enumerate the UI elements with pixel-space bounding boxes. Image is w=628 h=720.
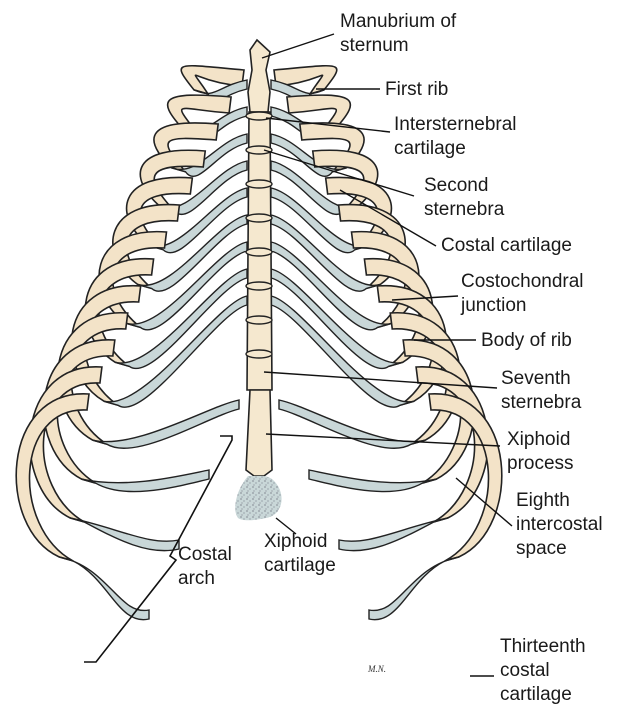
label-costal-cartilage: Costal cartilage <box>441 235 572 256</box>
rib-12-right-cartilage <box>338 517 448 552</box>
intersternebral-joint-5 <box>245 247 273 257</box>
rib-6-left-cartilage <box>137 214 248 292</box>
label-xiphoid-cartilage: Xiphoid cartilage <box>264 531 336 576</box>
label-intersternebral-line2: cartilage <box>394 138 466 159</box>
label-body-of-rib: Body of rib <box>481 330 572 351</box>
label-second-sternebra: Second sternebra <box>424 175 505 220</box>
rib-8-left-cartilage <box>115 268 248 370</box>
rib-10-right-cartilage <box>278 399 426 449</box>
rib-12-left-cartilage <box>70 517 180 552</box>
label-xiphoid-process-line2: process <box>507 453 574 474</box>
label-costochondral-line2: junction <box>460 295 527 316</box>
rib-7-left-cartilage <box>126 241 248 331</box>
label-intersternebral-line1: Intersternebral <box>394 114 517 135</box>
xiphoid-cartilage-shape <box>235 476 282 521</box>
sternum <box>235 38 282 521</box>
sternal-joints <box>245 111 273 359</box>
rib-11-left-cartilage <box>81 469 210 493</box>
ribs-group <box>15 64 503 621</box>
label-second-sternebra-line1: Second <box>424 175 488 196</box>
rib-13-right-cartilage <box>368 556 460 621</box>
label-costal-arch: Costal arch <box>178 544 232 589</box>
label-eighth-intercostal-line3: space <box>516 538 567 559</box>
intersternebral-joint-3 <box>245 179 273 189</box>
label-xiphoid-process: Xiphoid process <box>507 429 574 474</box>
rib-4-left-cartilage <box>160 160 248 215</box>
artist-signature: M.N. <box>367 664 386 674</box>
label-xiphoid-cartilage-line1: Xiphoid <box>264 531 327 552</box>
label-xiphoid-process-line1: Xiphoid <box>507 429 570 450</box>
label-thirteenth-line3: cartilage <box>500 684 572 705</box>
label-costal-arch-line1: Costal <box>178 544 232 565</box>
label-costal-cartilage-line1: Costal cartilage <box>441 235 572 256</box>
label-first-rib: First rib <box>385 79 448 100</box>
label-costochondral-line1: Costochondral <box>461 271 584 292</box>
label-eighth-intercostal-space: Eighth intercostal space <box>516 490 603 559</box>
intersternebral-joint-1 <box>245 111 273 121</box>
label-manubrium: Manubrium of sternum <box>340 11 457 56</box>
intersternebral-joint-7 <box>245 315 273 325</box>
label-eighth-intercostal-line1: Eighth <box>516 490 570 511</box>
label-thirteenth-line1: Thirteenth <box>500 636 586 657</box>
label-second-sternebra-line2: sternebra <box>424 199 505 220</box>
xiphoid-process-shape <box>245 389 273 477</box>
rib-10-left-cartilage <box>92 399 240 449</box>
label-costal-arch-line2: arch <box>178 568 215 589</box>
label-intersternebral-cartilage: Intersternebral cartilage <box>394 114 517 159</box>
intersternebral-joint-2 <box>245 145 273 155</box>
intersternebral-joint-6 <box>245 281 273 291</box>
label-manubrium-line2: sternum <box>340 35 409 56</box>
costal-arch-bracket <box>84 435 233 663</box>
label-seventh-sternebra: Seventh sternebra <box>501 368 582 413</box>
intersternebral-joint-8 <box>245 349 273 359</box>
rib-5-left-cartilage <box>148 187 248 254</box>
label-seventh-sternebra-line1: Seventh <box>501 368 571 389</box>
label-xiphoid-cartilage-line2: cartilage <box>264 555 336 576</box>
label-thirteenth-line2: costal <box>500 660 550 681</box>
label-first-rib-line1: First rib <box>385 79 448 100</box>
label-eighth-intercostal-line2: intercostal <box>516 514 603 535</box>
label-costochondral-junction: Costochondral junction <box>460 271 584 316</box>
rib-13-left-cartilage <box>58 556 150 621</box>
rib-11-right-cartilage <box>308 469 437 493</box>
intersternebral-joint-4 <box>245 213 273 223</box>
label-thirteenth-costal-cartilage: Thirteenth costal cartilage <box>500 636 586 705</box>
label-seventh-sternebra-line2: sternebra <box>501 392 582 413</box>
manubrium-shape <box>247 38 271 113</box>
label-manubrium-line1: Manubrium of <box>340 11 457 32</box>
leader-lines <box>261 33 513 677</box>
label-body-of-rib-line1: Body of rib <box>481 330 572 351</box>
